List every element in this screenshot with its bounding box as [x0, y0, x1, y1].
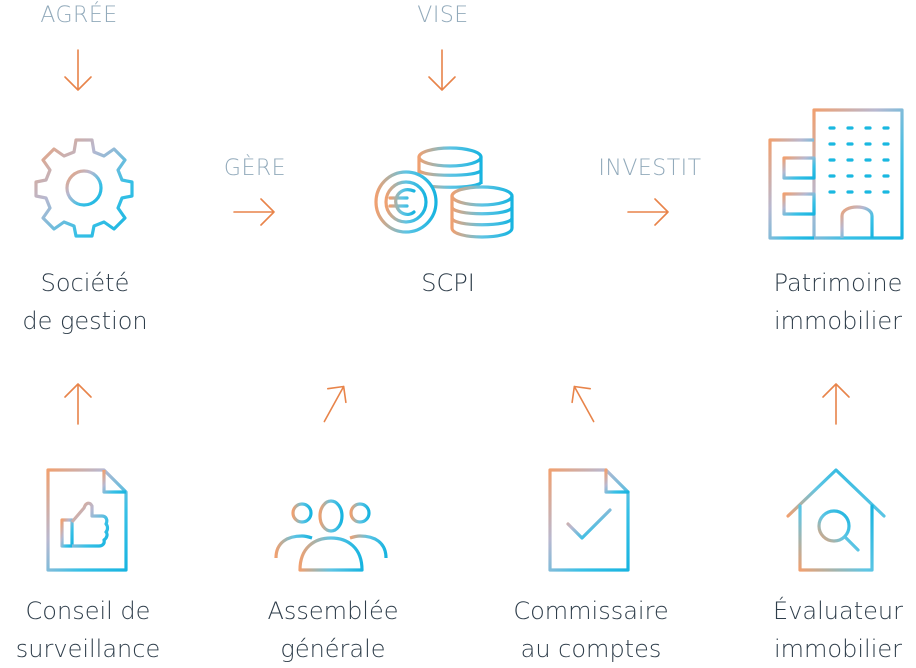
- arrow-up-right-assemblee: [323, 385, 347, 423]
- group-people-icon: [274, 499, 388, 572]
- label-patrimoine-immobilier: Patrimoine immobilier: [773, 269, 903, 335]
- arrow-right-gere: [233, 198, 275, 226]
- arrow-down-vise: [428, 49, 456, 91]
- label-commissaire-au-comptes: Commissaire au comptes: [513, 597, 669, 663]
- arrow-up-evaluateur: [822, 383, 850, 425]
- arrow-right-investit: [627, 198, 669, 226]
- euro-coins-icon: [374, 146, 514, 239]
- arrow-down-agree: [64, 49, 92, 91]
- label-assemblee-generale: Assemblée générale: [267, 597, 399, 663]
- relation-gere: GÈRE: [223, 156, 287, 181]
- label-conseil-de-surveillance: Conseil de surveillance: [15, 597, 161, 663]
- arrow-up-conseil: [64, 383, 92, 425]
- label-societe-de-gestion: Société de gestion: [22, 269, 148, 335]
- relation-agree: AGRÉE: [40, 3, 118, 28]
- house-search-icon: [786, 468, 886, 572]
- buildings-icon: [768, 108, 904, 240]
- relation-vise: VISE: [417, 3, 469, 28]
- label-evaluateur-immobilier: Évaluateur immobilier: [773, 597, 903, 663]
- gear-icon: [34, 138, 134, 238]
- thumbs-up-document-icon: [46, 468, 128, 572]
- label-scpi: SCPI: [421, 269, 475, 297]
- relation-investit: INVESTIT: [598, 156, 702, 181]
- checked-document-icon: [548, 468, 630, 572]
- arrow-up-left-commissaire: [571, 385, 595, 423]
